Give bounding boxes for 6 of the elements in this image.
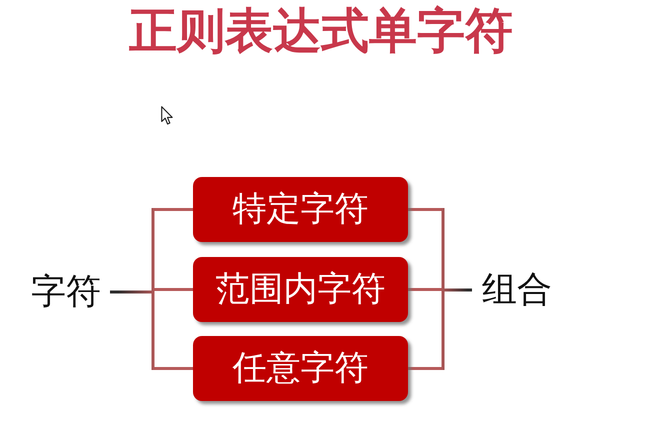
title: 正则表达式单字符 — [129, 6, 513, 56]
category-box: 任意字符 — [193, 336, 408, 401]
term-label: 组合 — [476, 268, 558, 312]
category-box: 范围内字符 — [193, 257, 408, 322]
category-box: 特定字符 — [193, 177, 408, 242]
term-label: 字符 — [26, 270, 106, 314]
